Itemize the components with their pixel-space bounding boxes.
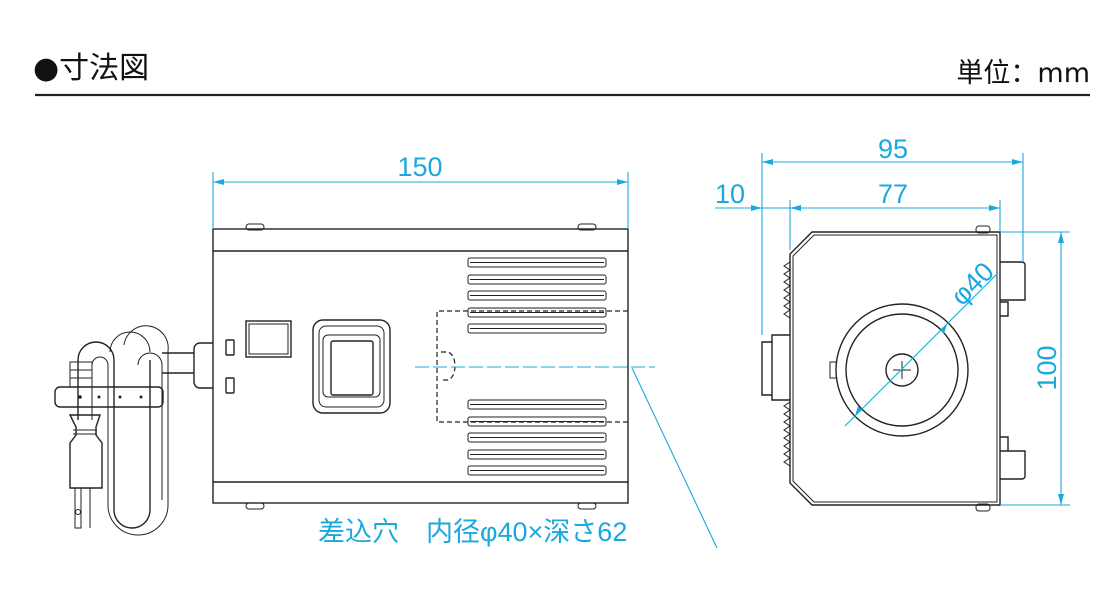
outlet-ring	[835, 303, 969, 437]
width-dimension: 150	[212, 152, 629, 229]
front-view	[54, 223, 629, 536]
knob	[1000, 436, 1026, 480]
offset-value: 10	[715, 179, 745, 209]
side-view	[761, 225, 1026, 512]
knob	[1000, 261, 1026, 317]
grip-ridges	[783, 261, 791, 467]
foot	[577, 223, 597, 231]
foot	[245, 223, 265, 231]
outlet-note: 差込穴 内径φ40×深さ62	[318, 517, 627, 547]
page-title: ●寸法図	[33, 51, 149, 86]
cord-strap	[54, 386, 164, 408]
plug	[68, 414, 103, 489]
indicator-lamp	[225, 377, 235, 394]
indicator-lamp	[225, 339, 235, 356]
foot	[577, 502, 597, 510]
hole-diameter-value: φ40	[945, 256, 1000, 311]
unit-label: 単位：mm	[956, 58, 1090, 89]
height-value: 100	[1032, 345, 1062, 390]
note-leader	[631, 367, 718, 549]
width-value: 150	[397, 152, 442, 182]
side-dimensions: 95 77 10 100 φ40	[715, 134, 1070, 506]
front-body	[212, 228, 629, 504]
foot	[245, 502, 265, 510]
power-switch	[312, 319, 391, 414]
vents	[467, 257, 607, 476]
display-window	[245, 320, 292, 358]
depth-body-value: 77	[878, 179, 908, 209]
side-connector	[761, 334, 790, 401]
depth-total-value: 95	[878, 134, 908, 164]
outlet-hub	[885, 353, 919, 387]
power-cord	[54, 325, 213, 536]
